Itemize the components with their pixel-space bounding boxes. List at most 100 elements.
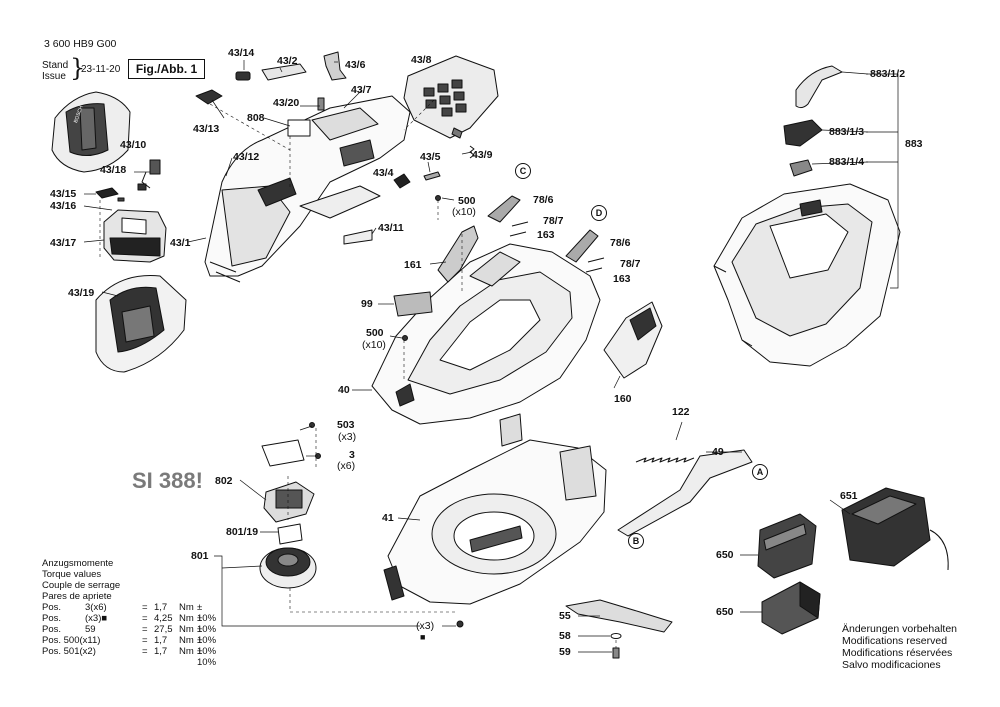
part-43-5	[423, 171, 441, 181]
torque-tol: ± 10%	[197, 635, 217, 657]
callout-d: D	[591, 205, 607, 221]
label-78-7-c: 78/7	[543, 215, 564, 227]
part-55-blade	[565, 599, 673, 633]
part-78-6-c	[487, 195, 521, 223]
label-500-mid-qty: (x10)	[362, 339, 386, 351]
label-43-5: 43/5	[420, 151, 441, 163]
issue-date: 23-11-20	[81, 64, 121, 75]
torque-pos: Pos.	[42, 602, 62, 613]
part-78-6-d	[565, 229, 599, 263]
part-43-17-housing	[103, 209, 167, 263]
part-883-1-4	[789, 159, 813, 177]
label-650-b: 650	[716, 606, 734, 618]
label-801: 801	[191, 550, 209, 562]
label-3-qty: (x6)	[337, 460, 356, 472]
part-43-4	[393, 173, 411, 189]
label-43-7: 43/7	[351, 84, 372, 96]
part-883-1-2-handle	[795, 65, 843, 109]
changes-es: Salvo modificaciones	[842, 659, 941, 671]
changes-en: Modifications reserved	[842, 635, 948, 647]
label-883-1-2: 883/1/2	[870, 68, 906, 80]
torque-row: Pos. 3(x6) = 1,7 Nm ± 10%	[42, 602, 216, 624]
part-651-charger	[841, 487, 949, 571]
part-160	[603, 301, 663, 379]
label-163-d: 163	[613, 273, 631, 285]
label-43-20: 43/20	[273, 97, 300, 109]
label-43-16: 43/16	[50, 200, 77, 212]
torque-title-de: Anzugsmomente	[42, 558, 114, 569]
label-43-17: 43/17	[50, 237, 77, 249]
part-43-14	[235, 71, 251, 81]
part-650-battery-a	[757, 513, 817, 579]
label-160: 160	[614, 393, 632, 405]
label-650-a: 650	[716, 549, 734, 561]
torque-tol: ± 10%	[197, 602, 217, 624]
figure-label: Fig./Abb. 1	[128, 59, 205, 79]
part-49-lever	[617, 449, 753, 537]
part-161	[437, 225, 479, 283]
part-43-11	[343, 229, 373, 245]
stand-issue-label: Stand Issue	[42, 60, 68, 82]
label-99: 99	[361, 298, 373, 310]
label-40: 40	[338, 384, 350, 396]
label-500-top-qty: (x10)	[452, 206, 476, 218]
label-500-top: 500	[458, 195, 476, 207]
torque-row: Pos. 501(x2) = 1,7 Nm ± 10%	[42, 646, 216, 668]
torque-unit: Nm	[179, 602, 194, 613]
label-802: 802	[215, 475, 233, 487]
torque-item: 59	[85, 624, 96, 635]
part-78-7-c	[509, 221, 529, 237]
torque-pos: Pos. 501(x2)	[42, 646, 96, 657]
label-163-c: 163	[537, 229, 555, 241]
callout-a: A	[752, 464, 768, 480]
issue-label: Issue	[42, 71, 66, 82]
label-43-15: 43/15	[50, 188, 77, 200]
torque-eq: =	[142, 635, 148, 646]
label-500-mid: 500	[366, 327, 384, 339]
callout-b: B	[628, 533, 644, 549]
part-802-board	[263, 481, 315, 523]
torque-val: 1,7	[154, 602, 168, 613]
part-43-20-spring	[317, 97, 325, 111]
label-651: 651	[840, 490, 858, 502]
part-58-washer	[610, 633, 622, 639]
torque-unit: Nm	[179, 624, 194, 635]
square-marker: ■	[420, 632, 426, 642]
torque-row: Pos. (x3)■ = 4,25 Nm ± 10%	[42, 613, 216, 635]
part-43-13	[195, 89, 223, 105]
screw-x3	[456, 620, 464, 628]
torque-eq: =	[142, 613, 148, 624]
label-808: 808	[247, 112, 265, 124]
part-43-6	[323, 51, 347, 81]
part-41-deck	[383, 413, 607, 605]
label-122: 122	[672, 406, 690, 418]
part-801-19	[277, 523, 303, 545]
torque-title-en: Torque values	[42, 569, 102, 580]
part-43-1-upper-housing	[204, 95, 411, 283]
torque-val: 27,5	[154, 624, 173, 635]
label-43-6: 43/6	[345, 59, 366, 71]
label-43-18: 43/18	[100, 164, 127, 176]
label-41: 41	[382, 512, 394, 524]
service-info-notice: SI 388!	[132, 468, 203, 493]
label-78-7-d: 78/7	[620, 258, 641, 270]
part-43-15-key	[95, 187, 125, 202]
screw-500-mid	[402, 335, 408, 341]
part-43-9-spring	[469, 145, 475, 159]
part-43-19-battery-cover	[95, 275, 187, 373]
torque-tol: ± 10%	[197, 613, 217, 635]
torque-eq: =	[142, 602, 148, 613]
changes-fr: Modifications réservées	[842, 647, 953, 659]
changes-de: Änderungen vorbehalten	[842, 623, 958, 635]
torque-title-es: Pares de apriete	[42, 591, 112, 602]
torque-tol: ± 10%	[197, 646, 217, 668]
document-number: 3 600 HB9 G00	[44, 38, 117, 50]
torque-eq: =	[142, 624, 148, 635]
label-43-8: 43/8	[411, 54, 432, 66]
torque-val: 1,7	[154, 635, 168, 646]
part-40-chassis	[371, 243, 601, 425]
screw-500-top	[435, 195, 441, 201]
label-43-12: 43/12	[233, 151, 260, 163]
label-58: 58	[559, 630, 571, 642]
